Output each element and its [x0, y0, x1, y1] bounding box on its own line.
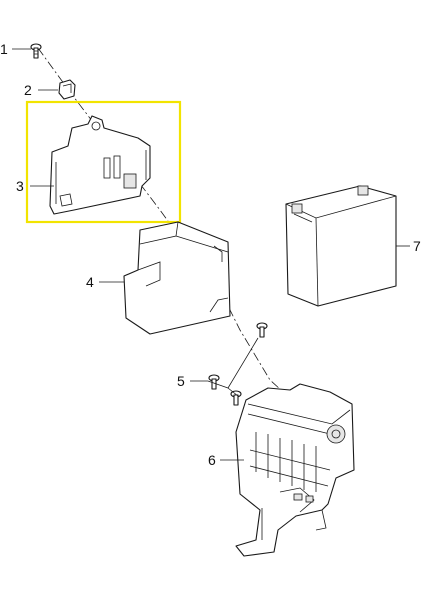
part-2-clip	[58, 79, 76, 100]
assembly-axis	[37, 47, 293, 401]
callout-7: 7	[413, 238, 421, 254]
part-4-cover	[123, 221, 231, 335]
part-7-battery	[285, 185, 397, 307]
part-1-screw	[30, 43, 42, 59]
callout-3: 3	[16, 178, 24, 194]
leader-lines	[12, 48, 410, 461]
callout-1: 1	[0, 41, 8, 57]
highlight-box	[25, 100, 182, 224]
callout-4: 4	[86, 274, 94, 290]
part-3-bracket	[49, 115, 151, 215]
callout-5: 5	[177, 373, 185, 389]
callout-2: 2	[24, 82, 32, 98]
part-6-tray	[235, 383, 355, 557]
callout-6: 6	[208, 452, 216, 468]
